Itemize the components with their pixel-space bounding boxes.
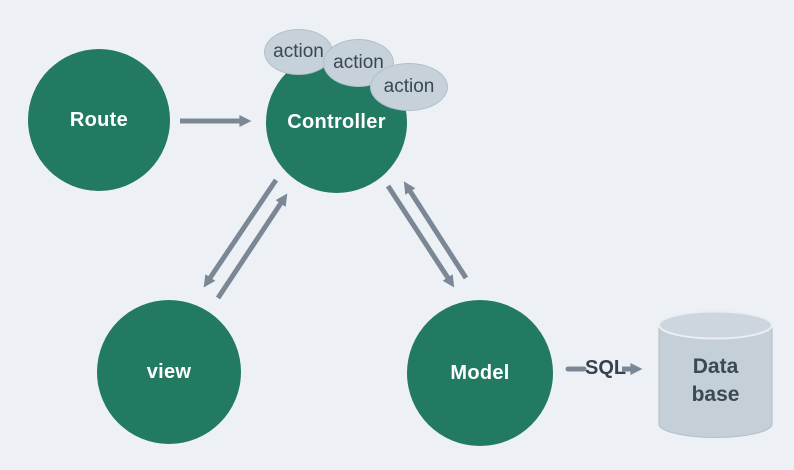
action-bubble-3: action [370, 63, 448, 111]
action-bubble-3-label: action [383, 76, 435, 97]
database-label-line2: base [691, 383, 740, 406]
node-model: Model [407, 300, 553, 446]
node-view: view [97, 300, 241, 444]
node-model-label: Model [450, 361, 510, 384]
node-route: Route [28, 49, 170, 191]
view-to-controller-arrow [215, 193, 288, 300]
sql-edge-label: SQL [585, 357, 627, 379]
controller-to-model-arrow [385, 184, 455, 288]
action-bubble-1: action [264, 29, 333, 75]
database-label: Data base [659, 353, 772, 409]
node-view-label: view [146, 360, 192, 383]
model-to-controller-arrow [403, 181, 469, 280]
node-route-label: Route [69, 108, 129, 131]
action-bubble-2-label: action [333, 52, 384, 73]
database-label-line1: Data [692, 355, 739, 378]
controller-to-view-arrow [203, 178, 279, 288]
node-controller-label: Controller [287, 111, 386, 133]
database-cylinder-icon [658, 310, 773, 438]
action-bubble-1-label: action [273, 41, 324, 62]
